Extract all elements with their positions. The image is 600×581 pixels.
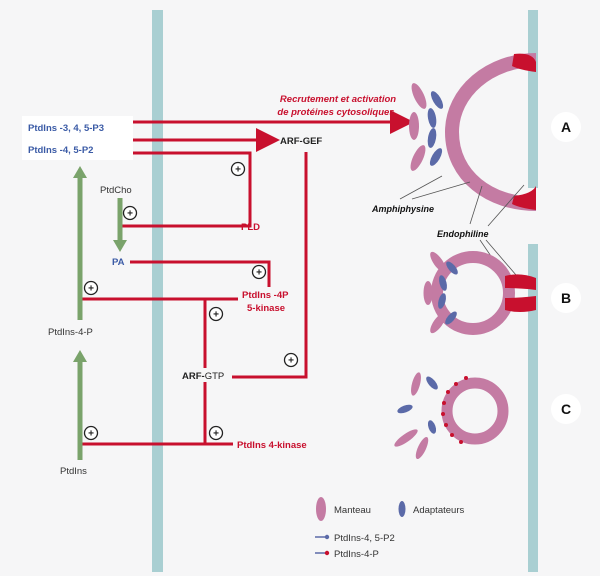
ptdins-label: PtdIns — [60, 466, 87, 477]
arf-gtp-label-bg — [178, 368, 230, 382]
amphiphysine-pointer — [399, 175, 443, 200]
plus-sign-arf-lower: + — [208, 425, 224, 441]
svg-text:+: + — [213, 429, 219, 440]
panel-a-badge: A — [551, 112, 581, 142]
ptdins4p-5kinase-label-2: 5-kinase — [247, 303, 285, 314]
legend-adaptateurs-swatch — [398, 501, 406, 517]
membrane-red-bottom-b — [505, 296, 536, 312]
ptdins45p2-label: PtdIns -4, 5-P2 — [28, 145, 93, 156]
coat-proteins-b — [438, 261, 458, 325]
arf-gef-label: ARF-GEF — [280, 136, 322, 147]
endophiline-pointer-2 — [487, 184, 525, 227]
plasma-membrane-left — [152, 10, 163, 572]
legend: Manteau Adaptateurs PtdIns-4, 5-P2 PtdIn… — [315, 497, 464, 560]
amphiphysine-label: Amphiphysine — [371, 204, 434, 214]
membrane-red-bottom-a — [512, 186, 536, 210]
pa-label: PA — [112, 257, 125, 268]
vesicle-membrane-b — [431, 251, 515, 335]
pa-to-kinase-line — [130, 260, 271, 287]
arf-gef-to-arf-gtp-line — [232, 152, 308, 379]
ptdins4p-label: PtdIns-4-P — [48, 327, 93, 338]
plus-sign-arf-upper: + — [208, 306, 224, 322]
lipid-dots-c — [441, 376, 468, 444]
legend-manteau-label: Manteau — [334, 505, 371, 516]
pld-activation-line — [120, 151, 252, 228]
legend-adaptateurs-label: Adaptateurs — [413, 505, 464, 516]
svg-text:C: C — [561, 401, 571, 417]
phosphoinositide-box — [22, 116, 133, 160]
svg-text:+: + — [213, 310, 219, 321]
ptdins4kinase-label: PtdIns 4-kinase — [237, 440, 307, 451]
ptdins345p3-label: PtdIns -3, 4, 5-P3 — [28, 123, 104, 134]
svg-text:+: + — [127, 209, 133, 220]
legend-ptdins45p2-label: PtdIns-4, 5-P2 — [334, 533, 395, 544]
plus-sign-pld: + — [230, 161, 246, 177]
vesicle-membrane-c — [441, 377, 509, 445]
membrane-right-a — [528, 10, 538, 188]
legend-manteau-swatch — [316, 497, 326, 521]
membrane-red-top-b — [505, 274, 536, 290]
svg-text:+: + — [256, 268, 262, 279]
plus-sign-pa: + — [251, 264, 267, 280]
panel-c-badge: C — [551, 394, 581, 424]
membrane-right-bc — [528, 244, 538, 572]
ptdcho-to-pa-arrowhead — [113, 240, 127, 252]
svg-text:+: + — [88, 429, 94, 440]
mantle-proteins-b — [423, 251, 446, 334]
membrane-red-top-a — [512, 53, 536, 72]
ptdins-to-ptdins4p-arrowhead — [73, 350, 87, 362]
ptdcho-label: PtdCho — [100, 185, 132, 196]
legend-p-head — [324, 550, 330, 556]
arf-gtp-suffix: GTP — [205, 371, 225, 382]
svg-text:+: + — [235, 165, 241, 176]
plus-sign-ptdcho: + — [122, 205, 138, 221]
coat-proteins-a — [427, 91, 444, 166]
plus-sign-arf-gef: + — [283, 352, 299, 368]
arf-gtp-prefix: ARF- — [182, 371, 205, 382]
svg-text:+: + — [288, 356, 294, 367]
svg-text:A: A — [561, 119, 571, 135]
arf-gtp-label: ARF-GTP — [182, 371, 224, 382]
mantle-proteins-a — [409, 83, 427, 171]
pld-label: PLD — [241, 222, 260, 233]
recruitment-label-1: Recrutement et activation — [280, 94, 396, 105]
ptdins4p-5kinase-label-1: PtdIns -4P — [242, 290, 289, 301]
recruitment-label-2: de protéines cytosoliques — [277, 107, 394, 118]
amphiphysine-pointer-2 — [411, 181, 471, 200]
ptdins4p-to-p2-arrowhead — [73, 166, 87, 178]
legend-p2-head — [324, 534, 330, 540]
plus-sign-ptdins: + — [83, 425, 99, 441]
plus-sign-ptdins4p: + — [83, 280, 99, 296]
released-proteins-c — [394, 372, 438, 460]
svg-text:B: B — [561, 290, 571, 306]
endophiline-pointer — [469, 185, 483, 225]
panel-b-badge: B — [551, 283, 581, 313]
endophiline-label: Endophiline — [437, 229, 489, 239]
svg-text:+: + — [88, 284, 94, 295]
budding-membrane-a — [444, 53, 537, 211]
legend-ptdins4p-label: PtdIns-4-P — [334, 549, 379, 560]
